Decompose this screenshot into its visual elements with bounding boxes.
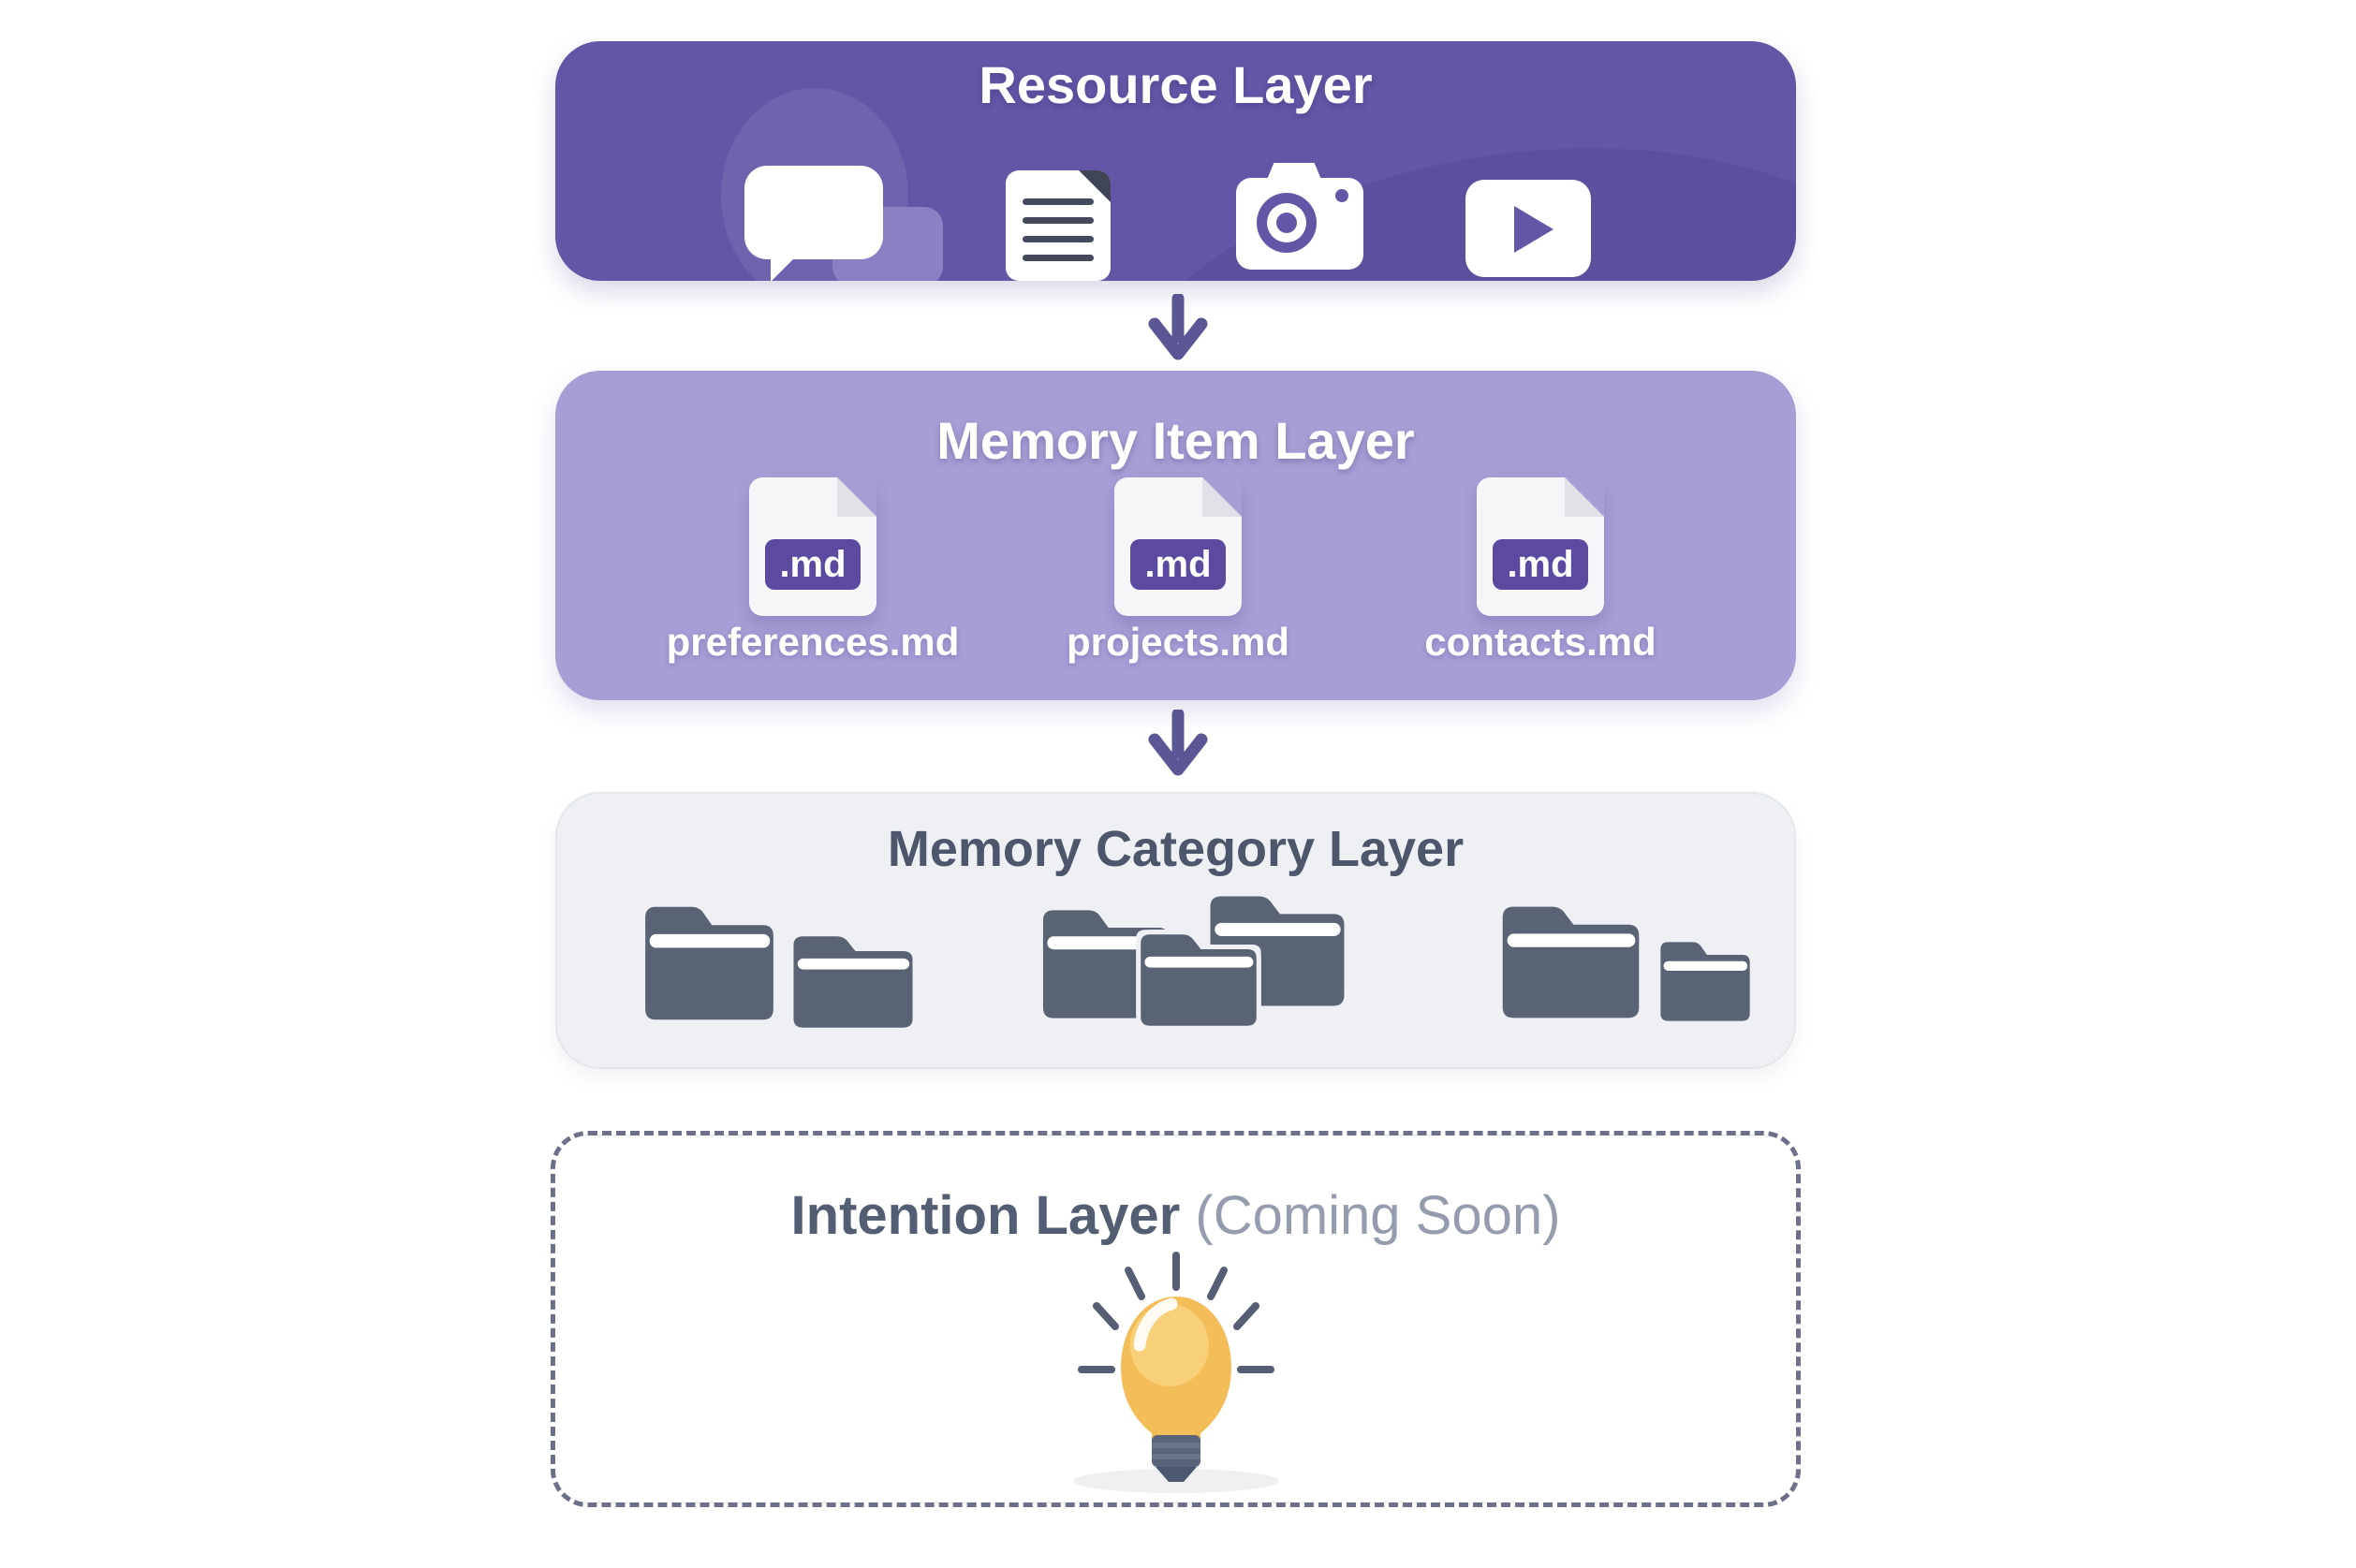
memory-category-layer-panel: Memory Category Layer [555, 792, 1796, 1069]
memory-item-layer-title: Memory Item Layer [936, 411, 1415, 470]
intention-layer-panel: Intention Layer (Coming Soon) [551, 1131, 1801, 1507]
chat-icon [744, 166, 943, 281]
md-file-icon: .md [1114, 477, 1242, 616]
folder-icon [1660, 942, 1750, 1021]
down-arrow-icon [1148, 710, 1208, 776]
md-file-icon: .md [749, 477, 876, 616]
file-label-preferences: preferences.md [666, 620, 960, 664]
camera-icon [1236, 178, 1363, 270]
file-label-projects: projects.md [1066, 620, 1290, 664]
camera-flash-dot [1335, 189, 1348, 202]
down-arrow-icon [1148, 294, 1208, 360]
folder-icon [793, 936, 913, 1028]
resource-layer-panel: Resource Layer [555, 41, 1796, 281]
document-fold-corner [1079, 170, 1111, 202]
md-badge: .md [765, 539, 861, 590]
memory-category-layer-title: Memory Category Layer [887, 821, 1465, 877]
document-icon [1006, 170, 1111, 281]
coming-soon-label: (Coming Soon) [1195, 1185, 1561, 1246]
intention-layer-title-main: Intention Layer [790, 1185, 1181, 1246]
md-badge: .md [1130, 539, 1226, 590]
intention-layer-title: Intention Layer (Coming Soon) [555, 1184, 1796, 1247]
md-file-icon: .md [1477, 477, 1604, 616]
folder-icon [1502, 906, 1640, 1018]
lightbulb-icon [1078, 1252, 1274, 1482]
file-label-contacts: contacts.md [1424, 620, 1657, 664]
camera-lens [1257, 193, 1317, 253]
folder-icon [645, 906, 773, 1020]
video-icon [1465, 180, 1591, 277]
memory-item-layer-panel: Memory Item Layer .md .md .md preference… [555, 371, 1796, 700]
folder-icon [1141, 934, 1257, 1026]
md-badge: .md [1493, 539, 1588, 590]
resource-layer-title: Resource Layer [979, 55, 1373, 114]
chat-bubble-front [744, 166, 883, 281]
